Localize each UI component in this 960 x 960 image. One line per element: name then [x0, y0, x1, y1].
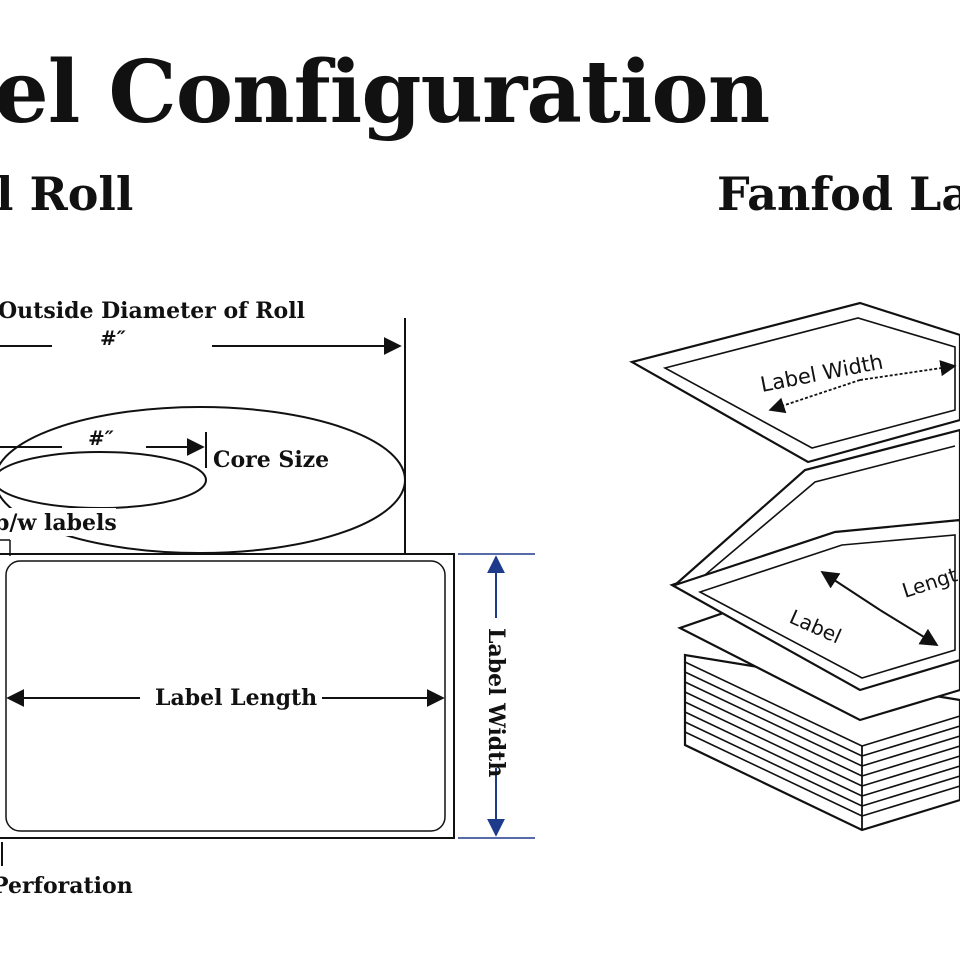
fanfold-sheets: [629, 301, 960, 692]
core-value: #″: [88, 426, 114, 450]
fanfold-length-arrow-up: [820, 571, 881, 611]
bw-labels-label: b/w labels: [0, 510, 117, 536]
outside-diameter-label: Outside Diameter of Roll: [0, 298, 305, 324]
label-width-label: Label Width: [483, 628, 509, 777]
roll-core: [0, 451, 207, 509]
outside-diameter-value: #″: [100, 326, 126, 350]
fanfold-width-arrow-left: [768, 379, 861, 414]
perforation-label: Perforation: [0, 873, 133, 899]
fanfold-length-arrow-down: [879, 609, 939, 646]
page-title: el Configuration: [0, 42, 770, 143]
fanfold-width-arrow-right: [859, 360, 957, 381]
core-size-label: Core Size: [213, 447, 329, 473]
fanfold-heading: Fanfod Lab: [717, 167, 960, 221]
roll-label-sheet: [0, 539, 455, 839]
label-length-label: Label Length: [155, 685, 317, 711]
roll-heading: l Roll: [0, 167, 134, 221]
